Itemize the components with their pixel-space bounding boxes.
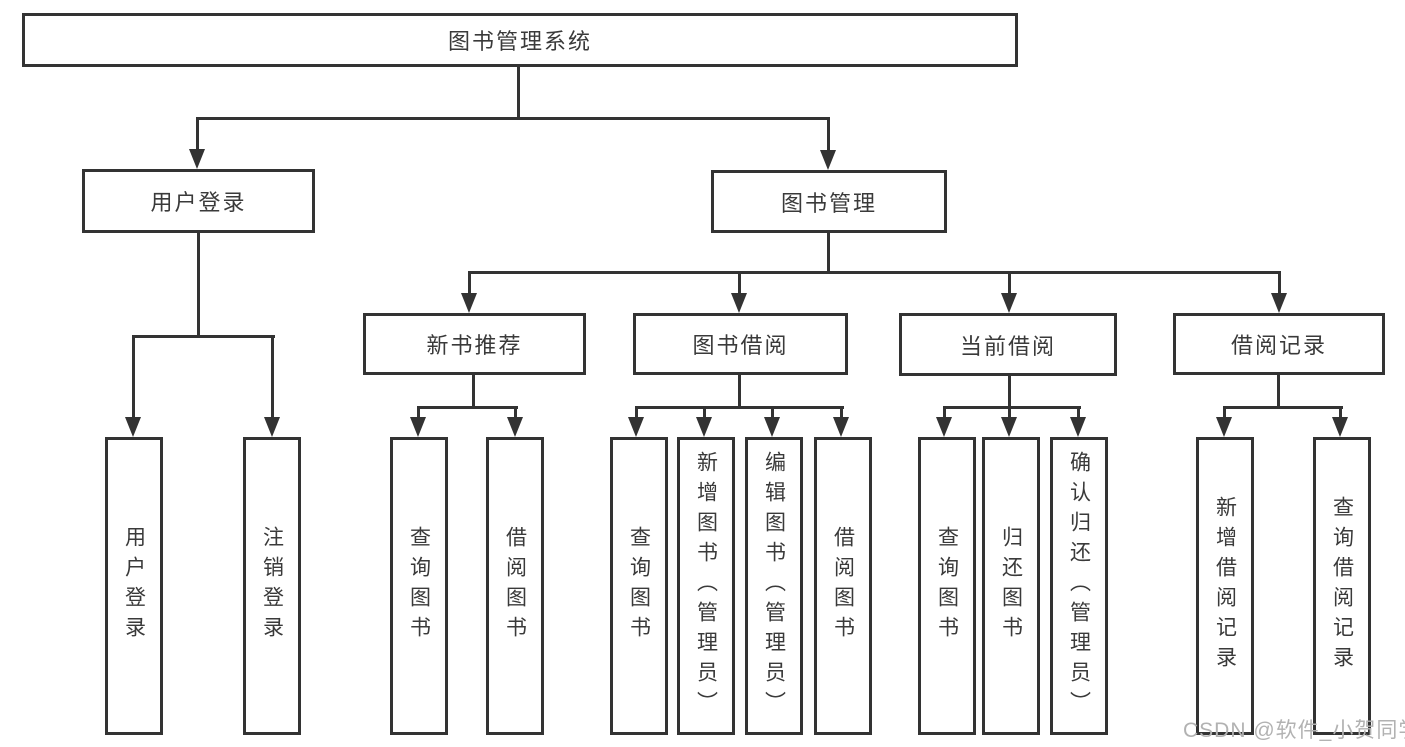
arrow-to-book-borrow	[731, 293, 747, 313]
node-leaf-cb-confirm-return-label: 确认归还（管理员）	[1067, 451, 1091, 721]
connector-to-borrow-record	[1278, 273, 1281, 294]
arrow-to-br-add-record	[1216, 417, 1232, 437]
node-leaf-br-query-record: 查询借阅记录	[1313, 437, 1371, 735]
node-leaf-cb-query-book-label: 查询图书	[935, 526, 959, 646]
node-leaf-logout-label: 注销登录	[260, 526, 284, 646]
connector-to-new-book-rec	[468, 273, 471, 294]
connector-to-book-mgmt	[827, 118, 830, 152]
node-current-borrow: 当前借阅	[899, 313, 1117, 376]
arrow-to-current-borrow	[1001, 293, 1017, 313]
node-leaf-cb-query-book: 查询图书	[918, 437, 976, 735]
connector-root-branch	[196, 117, 830, 120]
node-root-label: 图书管理系统	[447, 29, 592, 54]
arrow-to-login	[125, 417, 141, 437]
node-leaf-rec-borrow-book-label: 借阅图书	[503, 526, 527, 646]
node-leaf-cb-return-book: 归还图书	[982, 437, 1040, 735]
arrow-to-logout	[264, 417, 280, 437]
node-leaf-br-add-record: 新增借阅记录	[1196, 437, 1254, 735]
node-leaf-bb-edit-book-label: 编辑图书（管理员）	[762, 451, 786, 721]
node-book-mgmt-label: 图书管理	[780, 190, 877, 216]
node-leaf-bb-query-book-label: 查询图书	[627, 526, 651, 646]
connector-borrow-record-branch	[1223, 406, 1343, 409]
node-book-mgmt: 图书管理	[711, 170, 947, 233]
connector-to-cb-confirm-return	[1077, 408, 1080, 418]
arrow-to-bb-edit-book	[764, 417, 780, 437]
node-new-book-rec-label: 新书推荐	[426, 333, 523, 358]
arrow-to-rec-query-book	[410, 417, 426, 437]
node-leaf-rec-query-book: 查询图书	[390, 437, 448, 735]
arrow-to-new-book-rec	[461, 293, 477, 313]
node-leaf-cb-confirm-return: 确认归还（管理员）	[1050, 437, 1108, 735]
csdn-watermark: CSDN @软件_小贺同学	[1183, 719, 1405, 742]
connector-new-book-rec-branch	[417, 406, 518, 409]
node-borrow-record-label: 借阅记录	[1230, 333, 1327, 358]
connector-book-borrow-stem	[738, 375, 741, 408]
connector-to-bb-query-book	[635, 408, 638, 418]
connector-to-book-borrow	[738, 273, 741, 294]
node-leaf-bb-query-book: 查询图书	[610, 437, 668, 735]
node-borrow-record: 借阅记录	[1173, 313, 1385, 375]
connector-new-book-rec-stem	[472, 375, 475, 408]
node-leaf-br-add-record-label: 新增借阅记录	[1213, 496, 1237, 676]
connector-to-cb-query-book	[943, 408, 946, 418]
connector-book-borrow-branch	[635, 406, 844, 409]
node-leaf-bb-add-book-label: 新增图书（管理员）	[694, 451, 718, 721]
connector-to-user-login	[196, 118, 199, 151]
node-user-login-label: 用户登录	[150, 190, 247, 215]
arrow-to-bb-add-book	[696, 417, 712, 437]
arrow-to-rec-borrow-book	[507, 417, 523, 437]
arrow-to-br-query-record	[1332, 417, 1348, 437]
connector-to-rec-query-book	[417, 408, 420, 418]
arrow-to-bb-borrow-book	[833, 417, 849, 437]
node-leaf-bb-borrow-book: 借阅图书	[814, 437, 872, 735]
node-leaf-cb-return-book-label: 归还图书	[999, 526, 1023, 646]
connector-to-rec-borrow-book	[514, 408, 517, 418]
connector-to-bb-add-book	[703, 408, 706, 418]
node-user-login: 用户登录	[82, 169, 315, 233]
node-leaf-rec-query-book-label: 查询图书	[407, 526, 431, 646]
connector-current-borrow-stem	[1008, 375, 1011, 408]
node-leaf-rec-borrow-book: 借阅图书	[486, 437, 544, 735]
arrow-to-cb-confirm-return	[1070, 417, 1086, 437]
arrow-to-cb-return-book	[1001, 417, 1017, 437]
arrow-to-book-mgmt	[820, 150, 836, 170]
connector-root-stem	[517, 67, 520, 119]
connector-to-cb-return-book	[1008, 408, 1011, 418]
connector-to-br-add-record	[1223, 408, 1226, 418]
arrow-to-borrow-record	[1271, 293, 1287, 313]
connector-current-borrow-branch	[943, 406, 1081, 409]
connector-book-mgmt-branch	[468, 271, 1281, 274]
node-leaf-login-label: 用户登录	[122, 526, 146, 646]
connector-to-bb-borrow-book	[840, 408, 843, 418]
connector-borrow-record-stem	[1277, 375, 1280, 408]
connector-user-login-branch	[132, 335, 275, 338]
node-root: 图书管理系统	[22, 13, 1018, 67]
arrow-to-cb-query-book	[936, 417, 952, 437]
node-leaf-logout: 注销登录	[243, 437, 301, 735]
arrow-to-user-login	[189, 149, 205, 169]
node-leaf-br-query-record-label: 查询借阅记录	[1330, 496, 1354, 676]
arrow-to-bb-query-book	[628, 417, 644, 437]
node-leaf-login: 用户登录	[105, 437, 163, 735]
connector-to-br-query-record	[1339, 408, 1342, 418]
node-book-borrow: 图书借阅	[633, 313, 848, 375]
node-new-book-rec: 新书推荐	[363, 313, 586, 375]
node-leaf-bb-add-book: 新增图书（管理员）	[677, 437, 735, 735]
node-leaf-bb-edit-book: 编辑图书（管理员）	[745, 437, 803, 735]
node-current-borrow-label: 当前借阅	[959, 333, 1056, 359]
connector-user-login-stem	[197, 233, 200, 338]
connector-to-bb-edit-book	[771, 408, 774, 418]
node-leaf-bb-borrow-book-label: 借阅图书	[831, 526, 855, 646]
connector-to-login	[132, 337, 135, 417]
connector-book-mgmt-stem	[827, 233, 830, 274]
connector-to-logout	[271, 337, 274, 417]
node-book-borrow-label: 图书借阅	[692, 333, 789, 358]
connector-to-current-borrow	[1008, 273, 1011, 294]
